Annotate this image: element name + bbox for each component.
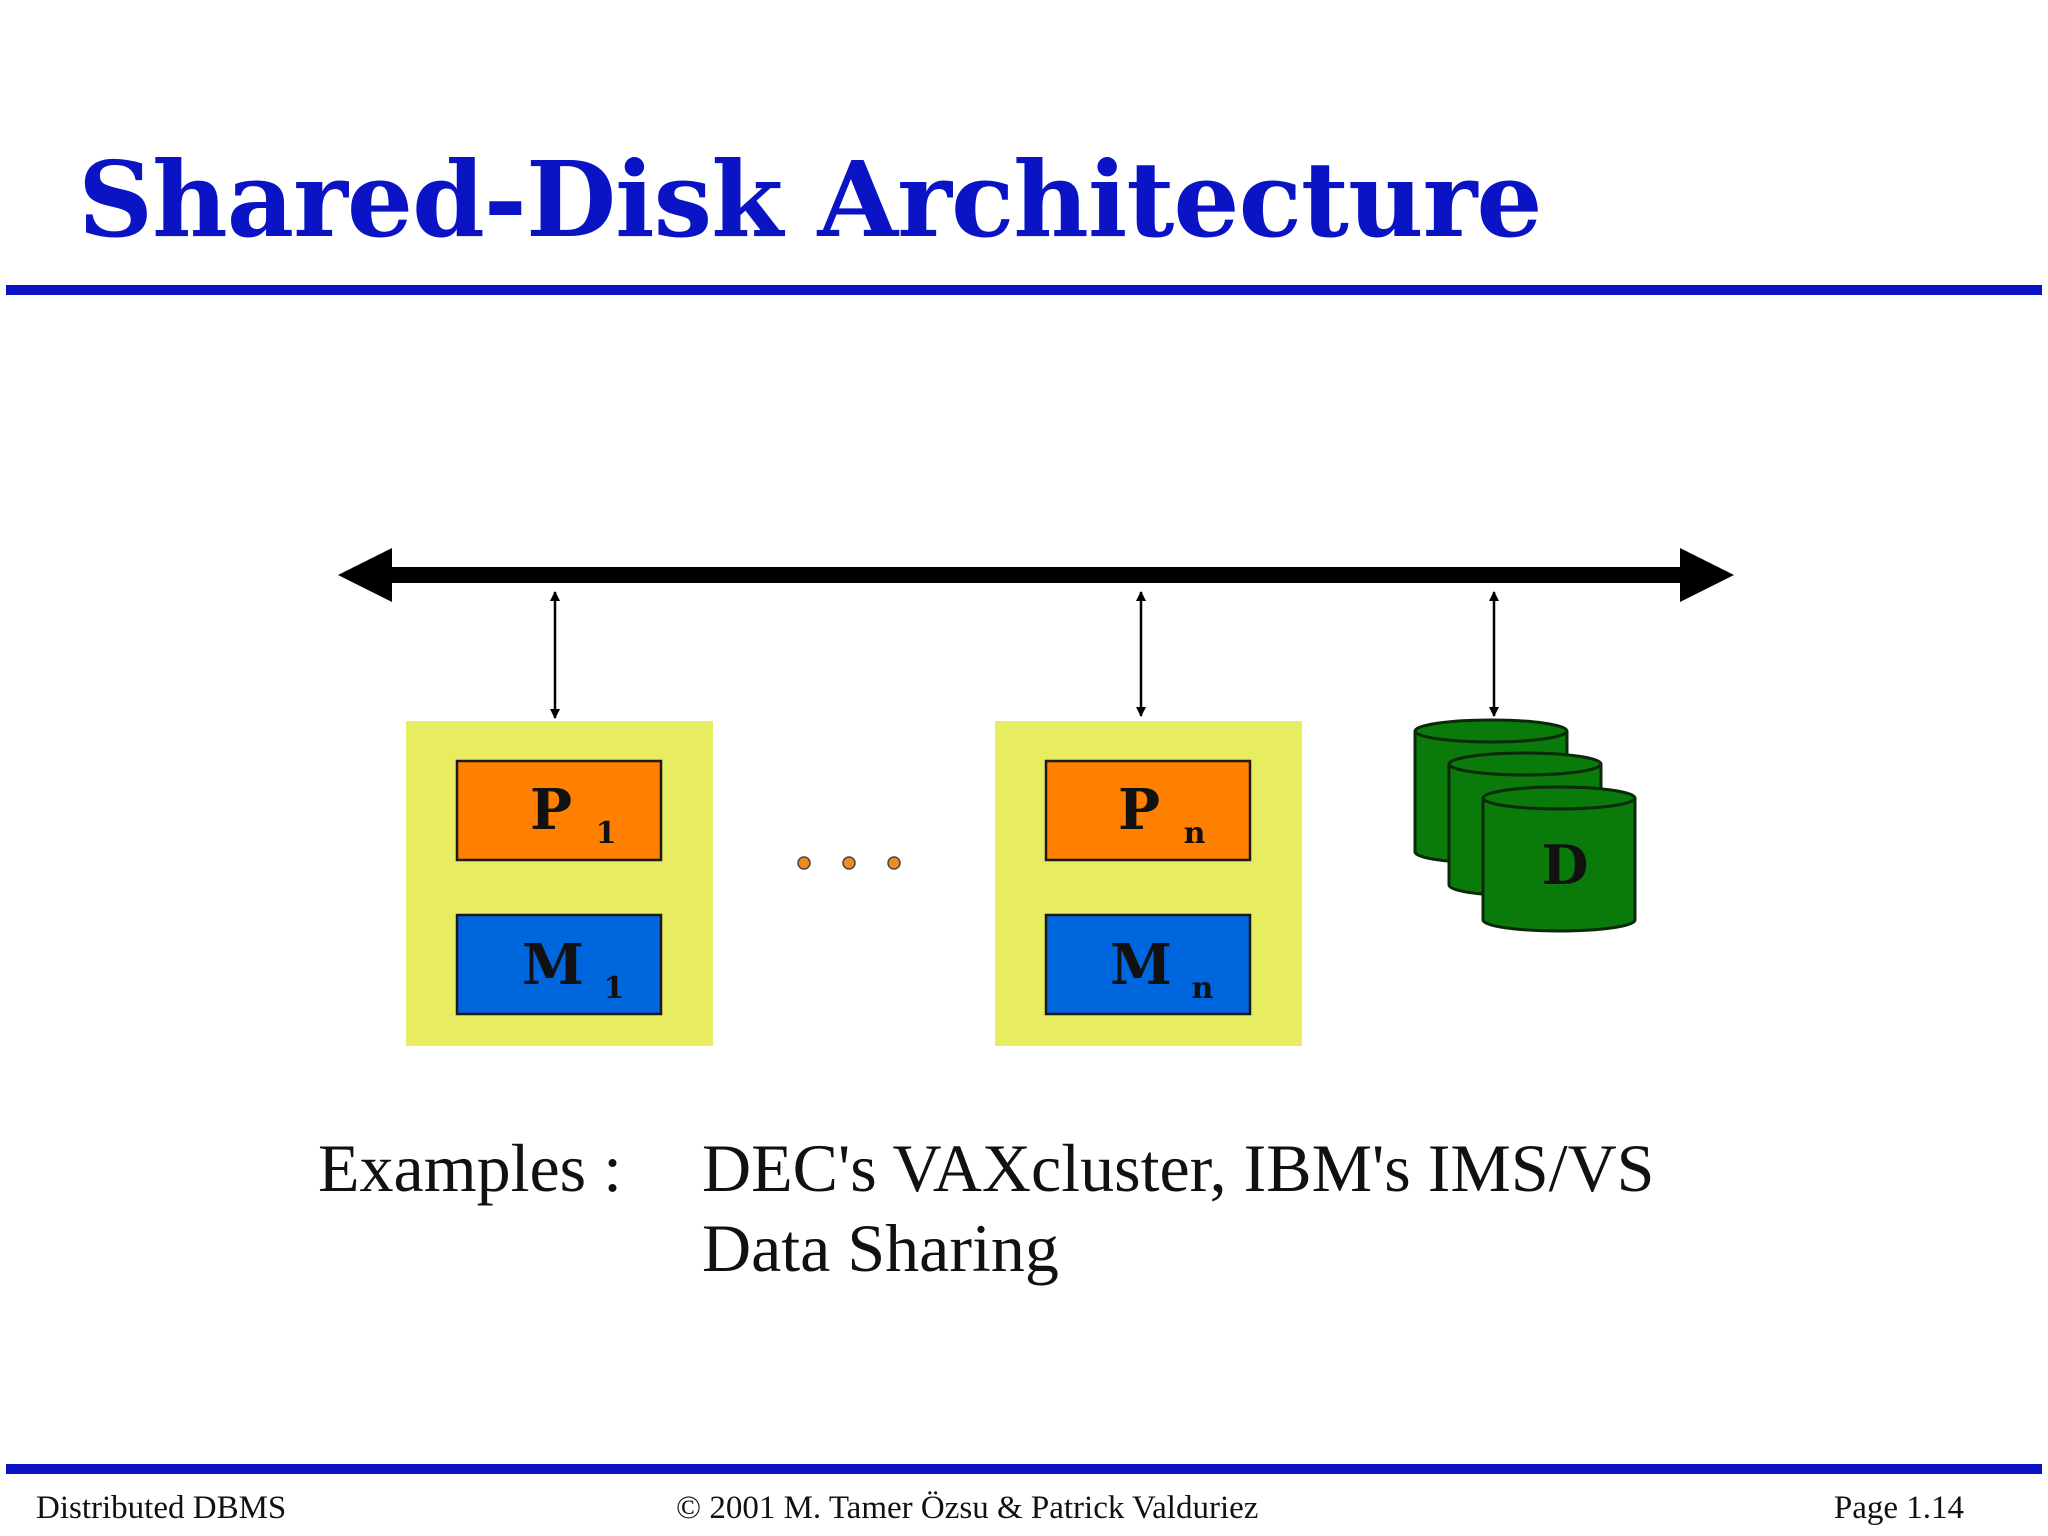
svg-text:P 1: P 1 — [530, 777, 616, 851]
examples-list: DEC's VAXcluster, IBM's IMS/VS Data Shar… — [702, 1128, 1655, 1288]
examples-label: Examples : — [318, 1130, 623, 1206]
processor-label: P — [1118, 777, 1160, 843]
shared-disk-stack — [1413, 718, 1637, 933]
footer-course: Distributed DBMS — [36, 1490, 287, 1526]
memory-box — [1044, 913, 1252, 1016]
processor-subscript: n — [1184, 816, 1206, 851]
memory-label: M — [522, 932, 584, 998]
examples-line: DEC's VAXcluster, IBM's IMS/VS — [702, 1130, 1655, 1206]
processing-node-1: P 1 M 1 — [406, 721, 713, 1046]
processor-box — [455, 759, 663, 862]
footer-page-number: Page 1.14 — [1833, 1490, 1964, 1526]
slide-title: Shared-Disk Architecture — [78, 138, 1543, 261]
memory-subscript: 1 — [604, 971, 625, 1006]
disk-label: D — [1542, 833, 1589, 897]
footer-divider — [6, 1464, 2042, 1474]
memory-label: M — [1110, 932, 1172, 998]
examples: Examples : DEC's VAXcluster, IBM's IMS/V… — [318, 1128, 1655, 1288]
title-divider — [6, 285, 2042, 295]
processor-subscript: 1 — [596, 816, 617, 851]
disk-cylinder — [1481, 785, 1637, 933]
memory-box — [455, 913, 663, 1016]
svg-text:M n: M n — [1110, 932, 1214, 1006]
processor-label: P — [530, 777, 572, 843]
memory-subscript: n — [1192, 971, 1214, 1006]
interconnect-bus — [338, 548, 1734, 602]
processing-node-n: P n M n — [995, 721, 1302, 1046]
footer-copyright: © 2001 M. Tamer Özsu & Patrick Valduriez — [676, 1490, 1259, 1526]
node-ellipsis — [797, 856, 901, 870]
svg-text:M 1: M 1 — [522, 932, 624, 1006]
examples-line: Data Sharing — [702, 1210, 1059, 1286]
processor-box — [1044, 759, 1252, 862]
svg-text:P n: P n — [1118, 777, 1206, 851]
